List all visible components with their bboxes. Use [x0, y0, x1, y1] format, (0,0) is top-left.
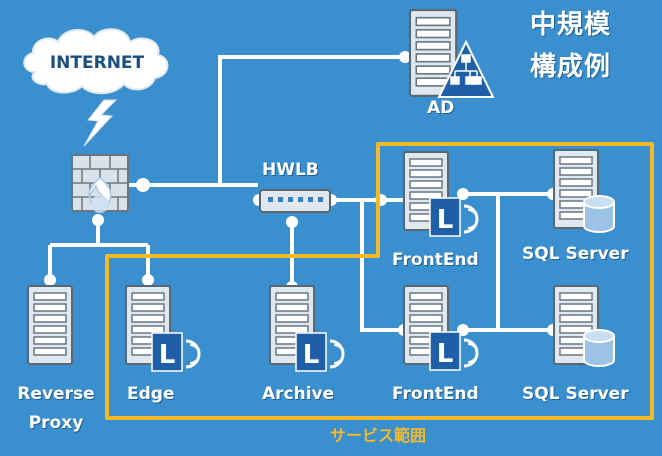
database-server-icon: [553, 149, 615, 233]
title-line-2: 構成例: [530, 52, 612, 82]
sql-bottom-label: SQL Server: [522, 384, 629, 404]
reverse-proxy-label-line-1: Reverse: [17, 384, 95, 404]
firewall-icon: [71, 154, 129, 213]
lync-server-icon: [269, 285, 345, 373]
server-icon: [27, 285, 73, 365]
internet-label: INTERNET: [50, 53, 145, 73]
service-scope-label: サービス範囲: [330, 426, 427, 445]
load-balancer-icon: [259, 189, 331, 213]
archive-label: Archive: [262, 384, 335, 404]
service-scope-border: [105, 142, 654, 420]
frontend-bottom-label: FrontEnd: [392, 384, 479, 404]
edge-label: Edge: [127, 384, 175, 404]
server-with-directory-icon: [408, 8, 495, 98]
frontend-top-label: FrontEnd: [392, 250, 479, 270]
lightning-icon: [83, 99, 118, 147]
link-to-reverse-proxy: [48, 243, 150, 285]
lync-server-icon: [125, 285, 201, 373]
database-server-icon: [553, 285, 615, 367]
link-frontends-sql: [463, 192, 553, 332]
internet-cloud-icon: [23, 28, 169, 95]
ad-label: AD: [427, 98, 455, 118]
link-hwlb-frontend-bottom: [360, 200, 404, 332]
link-firewall-ad: [120, 55, 409, 187]
title-line-1: 中規模: [530, 10, 612, 40]
hwlb-label: HWLB: [262, 160, 319, 180]
sql-top-label: SQL Server: [522, 244, 629, 264]
reverse-proxy-label-line-2: Proxy: [28, 413, 84, 433]
